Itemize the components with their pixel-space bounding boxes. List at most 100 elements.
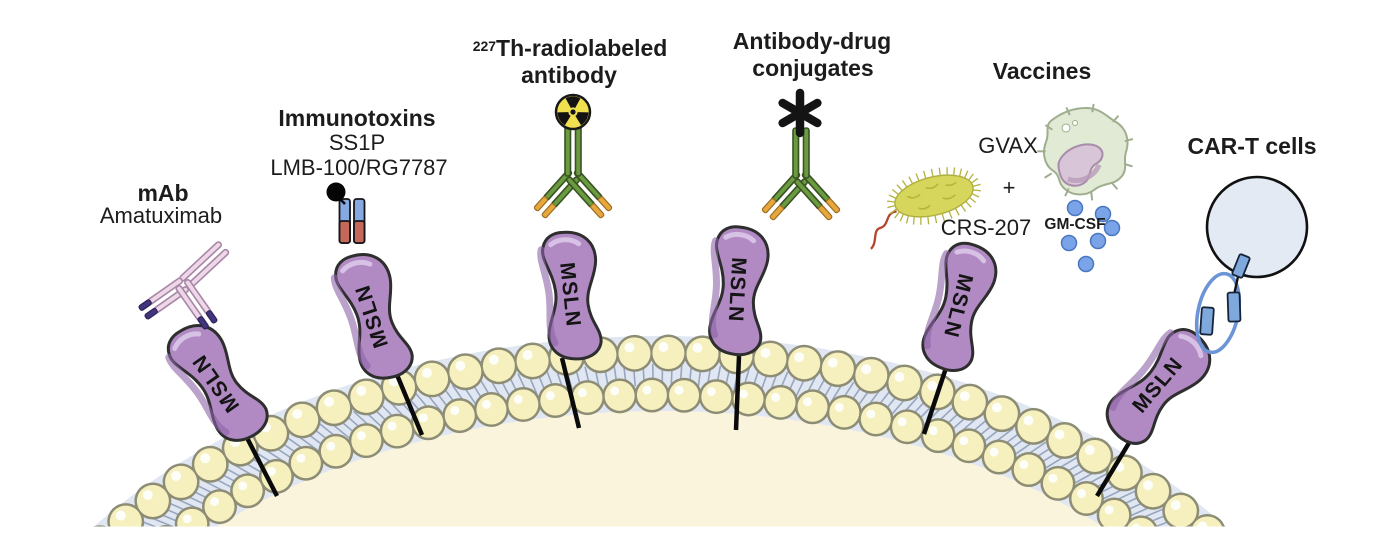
bacteria-texture bbox=[918, 204, 931, 210]
bacteria-pilus bbox=[970, 177, 979, 184]
radiation-icon bbox=[554, 93, 592, 131]
crs207-label: CRS-207 bbox=[940, 215, 1032, 240]
gmcsf-dot bbox=[1094, 205, 1112, 223]
receptor-stalk bbox=[242, 430, 279, 498]
immunotoxin-drug-lmb100: LMB-100/RG7787 bbox=[270, 155, 448, 180]
bacteria-pilus bbox=[927, 216, 930, 225]
gvax-cell-spike bbox=[1112, 114, 1120, 123]
receptor-label: MSLN bbox=[724, 257, 750, 324]
bacteria-pilus bbox=[969, 196, 977, 203]
bacteria-pilus bbox=[938, 167, 941, 176]
bacteria-pilus bbox=[901, 180, 908, 188]
antibody-bar bbox=[574, 125, 582, 177]
gvax-cell-spike bbox=[1111, 182, 1119, 190]
gvax-cell-spike bbox=[1091, 103, 1095, 113]
nucleus-shade bbox=[1067, 163, 1102, 183]
bacteria-pilus bbox=[948, 210, 953, 219]
msln-receptor: MSLN bbox=[537, 230, 603, 361]
car-domain-rect bbox=[1226, 291, 1242, 323]
toxin-dot-icon bbox=[326, 182, 346, 202]
mab-antibody-icon bbox=[138, 241, 230, 330]
receptor-shade bbox=[537, 246, 559, 347]
trefoil-wedge bbox=[573, 112, 589, 126]
receptor-stalk bbox=[733, 355, 742, 431]
bacteria-pilus bbox=[972, 183, 981, 187]
antibody-tip bbox=[769, 205, 784, 221]
bacteria-pilus bbox=[946, 167, 948, 176]
immunotoxin-icon bbox=[326, 182, 366, 244]
bacteria-pilus bbox=[954, 207, 960, 216]
antibody-tip bbox=[138, 299, 152, 311]
car-domain bbox=[1226, 291, 1242, 323]
isotope-superscript: 227 bbox=[472, 38, 497, 54]
receptor-shade bbox=[923, 250, 950, 350]
msln-receptor: MSLN bbox=[165, 324, 269, 442]
antibody-tip bbox=[818, 205, 833, 221]
bottom-crop-strip bbox=[0, 526, 1390, 554]
gvax-cell-spike bbox=[1065, 106, 1071, 116]
toxin-domain bbox=[353, 220, 366, 244]
antibody-tip bbox=[761, 198, 777, 214]
antibody-tip bbox=[825, 198, 841, 214]
immunotoxin-drug-ss1p: SS1P bbox=[328, 130, 386, 155]
bacteria-pilus bbox=[958, 168, 963, 177]
antibody-arm bbox=[565, 169, 613, 219]
car-domain-rect bbox=[1231, 253, 1251, 279]
bacteria-texture bbox=[925, 183, 939, 190]
gvax-cell-spike bbox=[1090, 191, 1094, 201]
bacteria-icon bbox=[870, 167, 982, 250]
receptor-gloss bbox=[723, 231, 757, 244]
flagellum bbox=[870, 210, 897, 250]
bacteria-texture bbox=[945, 181, 957, 187]
gvax-cell-spike bbox=[1044, 124, 1053, 131]
antibody-bar bbox=[564, 125, 572, 177]
receptor-gloss bbox=[1178, 333, 1204, 359]
bacteria-pilus bbox=[908, 176, 914, 185]
receptor-gloss bbox=[548, 237, 582, 248]
bacteria-pilus bbox=[891, 189, 899, 196]
adc-title-line1: Antibody-drug bbox=[732, 28, 892, 54]
adc-title-line2: conjugates bbox=[752, 55, 874, 81]
bacteria-pilus bbox=[953, 167, 956, 176]
antibody-arm bbox=[175, 278, 218, 330]
gvax-label: GVAX bbox=[978, 133, 1038, 158]
cart-cell-icon bbox=[1205, 175, 1309, 279]
bacteria-pilus bbox=[972, 189, 982, 192]
gvax-vesicle bbox=[1072, 120, 1078, 126]
receptor-stalk bbox=[392, 369, 425, 436]
bacteria-pilus bbox=[941, 213, 946, 222]
bacteria-pilus bbox=[887, 205, 896, 209]
car-domain bbox=[1231, 253, 1251, 279]
car-domain bbox=[1199, 306, 1215, 336]
antibody-tip bbox=[144, 307, 158, 320]
antibody-arm bbox=[138, 277, 190, 320]
bacteria-pilus bbox=[971, 193, 980, 198]
antibody-tip bbox=[590, 203, 605, 219]
antibody-tip bbox=[533, 196, 549, 212]
msln-receptor: MSLN bbox=[708, 225, 770, 357]
receptor-gloss bbox=[340, 259, 373, 274]
receptor-stalk bbox=[559, 357, 582, 429]
radiolabeled-title-text: Th-radiolabeled bbox=[496, 35, 668, 61]
gmcsf-dot bbox=[1089, 232, 1107, 250]
bacteria-pilus bbox=[960, 204, 967, 212]
msln-receptor: MSLN bbox=[1105, 327, 1212, 445]
bacteria-pilus bbox=[899, 213, 905, 222]
gvax-vesicle bbox=[1061, 123, 1071, 133]
receptor-gloss bbox=[954, 248, 987, 264]
bacteria-pilus bbox=[930, 168, 934, 177]
bacteria-pilus bbox=[896, 184, 903, 192]
gmcsf-dot bbox=[1060, 234, 1078, 252]
plus-sign: + bbox=[1002, 175, 1016, 200]
antibody-tip bbox=[197, 316, 209, 330]
gmcsf-dot bbox=[1077, 255, 1095, 273]
cytoplasm bbox=[176, 411, 1144, 554]
mab-drug-name: Amatuximab bbox=[99, 203, 223, 228]
receptor-gloss bbox=[172, 331, 202, 351]
bacteria-pilus bbox=[889, 208, 898, 215]
trefoil-wedge bbox=[565, 96, 581, 112]
cart-title: CAR-T cells bbox=[1187, 133, 1317, 159]
receptor-stalk bbox=[921, 367, 949, 435]
